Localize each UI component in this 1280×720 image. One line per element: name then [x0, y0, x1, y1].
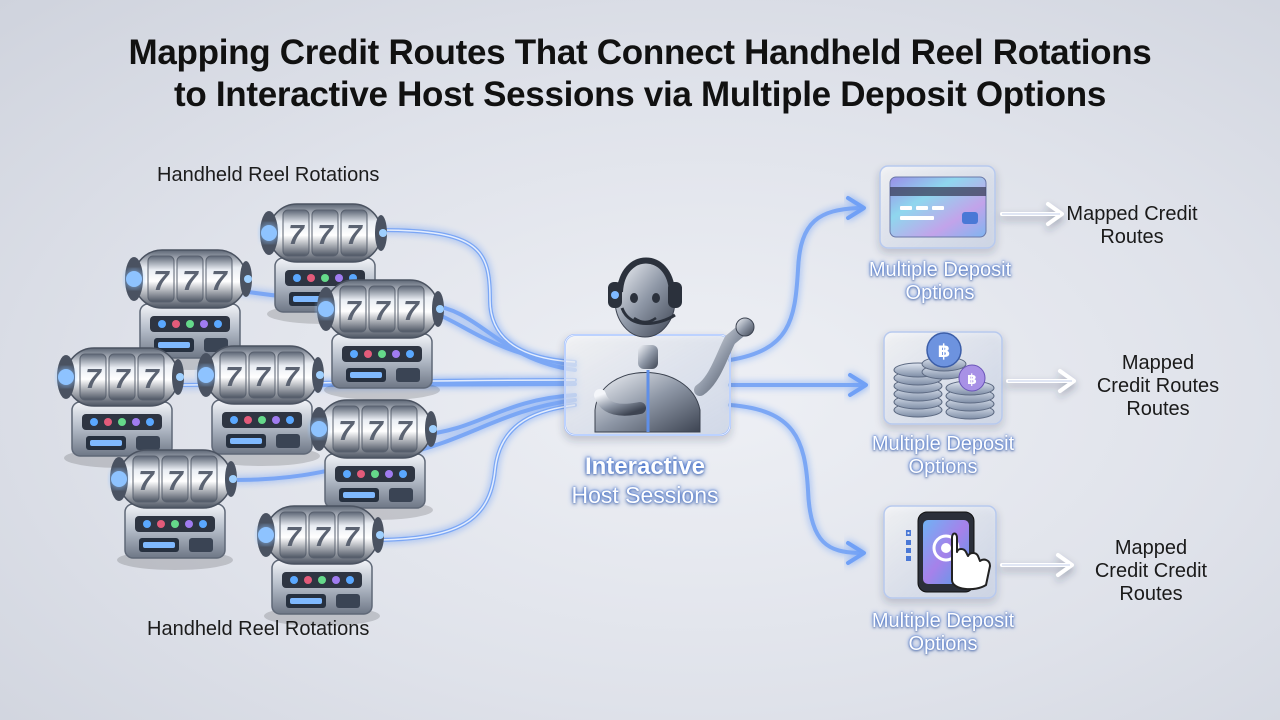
- deposit-caption-1-line-2: Options: [840, 282, 1040, 305]
- route-caption-3: Mapped Credit Credit Routes: [1061, 537, 1241, 606]
- deposit-caption-2: Multiple Deposit Options: [843, 433, 1043, 479]
- deposit-caption-3: Multiple Deposit Options: [843, 610, 1043, 656]
- deposit-caption-2-line-2: Options: [843, 456, 1043, 479]
- deposit-caption-1: Multiple Deposit Options: [840, 259, 1040, 305]
- deposit-caption-3-line-1: Multiple Deposit: [843, 610, 1043, 633]
- deposit-caption-1-line-1: Multiple Deposit: [840, 259, 1040, 282]
- deposit-caption-2-line-1: Multiple Deposit: [843, 433, 1043, 456]
- reel-machine-3: [317, 280, 444, 400]
- route-caption-3-line-2: Credit Credit: [1061, 560, 1241, 583]
- flow-to-deposit-1: [730, 208, 858, 360]
- route-caption-3-line-1: Mapped: [1061, 537, 1241, 560]
- route-caption-2: Mapped Credit Routes Routes: [1068, 352, 1248, 421]
- route-caption-2-line-2: Credit Routes: [1068, 375, 1248, 398]
- hub-caption: Interactive Host Sessions: [520, 452, 770, 510]
- flow-line-6: [420, 395, 575, 435]
- deposit-panel-2: ฿ ฿: [884, 332, 1002, 424]
- route-caption-2-line-1: Mapped: [1068, 352, 1248, 375]
- route-caption-1: Mapped Credit Routes: [1042, 203, 1222, 249]
- deposit-panel-1: [880, 166, 995, 248]
- reel-machines: [57, 204, 444, 626]
- svg-text:฿: ฿: [938, 341, 951, 362]
- output-arrowheads: [848, 198, 866, 563]
- reel-machine-8: [257, 506, 384, 626]
- credit-card-icon: [890, 177, 986, 237]
- route-caption-2-line-3: Routes: [1068, 398, 1248, 421]
- deposit-caption-3-line-2: Options: [843, 633, 1043, 656]
- hub-caption-line-2: Host Sessions: [520, 481, 770, 510]
- route-caption-1-line-2: Routes: [1042, 226, 1222, 249]
- reel-machine-5: [197, 346, 324, 466]
- svg-text:฿: ฿: [967, 372, 977, 388]
- hub-caption-line-1: Interactive: [520, 452, 770, 481]
- route-caption-1-line-1: Mapped Credit: [1042, 203, 1222, 226]
- route-caption-3-line-3: Routes: [1061, 583, 1241, 606]
- deposit-panel-3: ◘: [884, 506, 996, 598]
- reel-machine-6: [310, 400, 437, 520]
- host-hub: [565, 261, 754, 436]
- reel-machine-7: [110, 450, 237, 570]
- svg-text:◘: ◘: [905, 529, 911, 538]
